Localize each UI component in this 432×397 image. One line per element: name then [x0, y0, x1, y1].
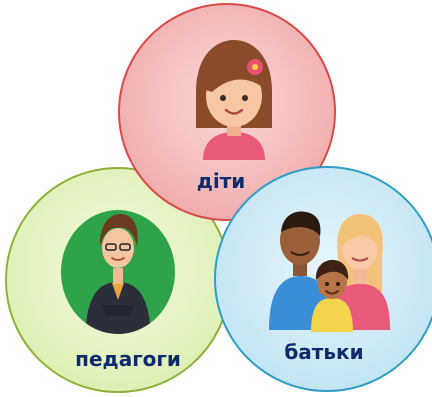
children-label: діти [197, 169, 246, 193]
girl-avatar-icon [196, 40, 272, 160]
family-icon [269, 211, 390, 332]
teachers-label: педагоги [75, 347, 181, 371]
teacher-avatar-icon [61, 210, 175, 334]
parents-label: батьки [284, 340, 363, 364]
